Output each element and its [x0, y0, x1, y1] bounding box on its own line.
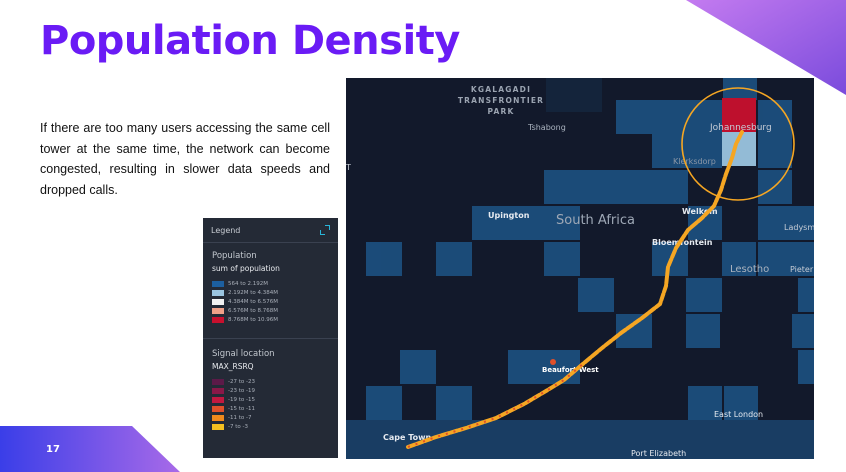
svg-text:T: T [346, 163, 351, 172]
svg-text:TRANSFRONTIER: TRANSFRONTIER [458, 96, 544, 105]
legend-header: Legend [203, 218, 338, 243]
population-hex-grid [346, 78, 814, 459]
svg-text:Cape Town: Cape Town [383, 433, 431, 442]
svg-text:Klerksdorp: Klerksdorp [673, 157, 716, 166]
svg-text:East London: East London [714, 410, 763, 419]
legend-field-name: MAX_RSRQ [212, 362, 254, 371]
legend-swatch [212, 289, 224, 296]
svg-text:Ladysm: Ladysm [784, 223, 814, 232]
legend-item: 8.768M to 10.96M [212, 315, 329, 324]
svg-text:Beaufort West: Beaufort West [542, 366, 599, 374]
svg-text:Lesotho: Lesotho [730, 264, 769, 275]
svg-text:Upington: Upington [488, 211, 530, 220]
legend-item: -11 to -7 [212, 413, 329, 422]
svg-text:PARK: PARK [488, 107, 515, 116]
corner-decoration [686, 0, 846, 95]
legend-item: -7 to -3 [212, 422, 329, 431]
johannesburg-highlight-circle [681, 87, 795, 201]
legend-swatch [212, 280, 224, 287]
map-labels: KGALAGADI TRANSFRONTIER PARK T Tshabong … [346, 85, 814, 458]
legend-swatch [212, 298, 224, 305]
legend-swatch [212, 405, 224, 412]
svg-text:South Africa: South Africa [556, 213, 635, 228]
svg-text:Pieter: Pieter [790, 265, 814, 274]
legend-field-name: sum of population [212, 264, 280, 273]
legend-item: -27 to -23 [212, 377, 329, 386]
legend-item: -23 to -19 [212, 386, 329, 395]
svg-text:Port Elizabeth: Port Elizabeth [631, 449, 686, 458]
collapse-icon[interactable] [320, 225, 330, 235]
svg-text:Welkom: Welkom [682, 207, 718, 216]
legend-swatch [212, 378, 224, 385]
svg-text:KGALAGADI: KGALAGADI [471, 85, 531, 94]
legend-swatch [212, 414, 224, 421]
legend-item: 6.576M to 8.768M [212, 306, 329, 315]
map-canvas[interactable]: KGALAGADI TRANSFRONTIER PARK T Tshabong … [346, 78, 814, 459]
svg-text:Johannesburg: Johannesburg [709, 123, 772, 133]
legend-layer-name: Signal location [212, 349, 275, 359]
slide-description: If there are too many users accessing th… [40, 121, 330, 197]
signal-route [406, 130, 744, 449]
footer-decoration [0, 426, 180, 472]
legend-item: 564 to 2.192M [212, 279, 329, 288]
svg-text:Bloemfontein: Bloemfontein [652, 238, 713, 247]
signal-legend: Signal location MAX_RSRQ -27 to -23 -23 … [203, 338, 338, 437]
population-legend: Population sum of population 564 to 2.19… [203, 243, 338, 330]
legend-layer-name: Population [212, 251, 257, 261]
legend-swatch [212, 423, 224, 430]
legend-item: 4.384M to 6.576M [212, 297, 329, 306]
legend-swatch [212, 387, 224, 394]
page-title: Population Density [40, 18, 460, 64]
legend-title: Legend [211, 225, 241, 235]
legend-item: -19 to -15 [212, 395, 329, 404]
legend-swatch [212, 396, 224, 403]
legend-panel: Legend Population sum of population 564 … [203, 218, 338, 458]
slide-number: 17 [46, 444, 60, 455]
map-view[interactable]: KGALAGADI TRANSFRONTIER PARK T Tshabong … [346, 78, 814, 459]
svg-text:Tshabong: Tshabong [527, 123, 566, 132]
legend-swatch [212, 307, 224, 314]
legend-item: -15 to -11 [212, 404, 329, 413]
legend-item: 2.192M to 4.384M [212, 288, 329, 297]
legend-swatch [212, 316, 224, 323]
